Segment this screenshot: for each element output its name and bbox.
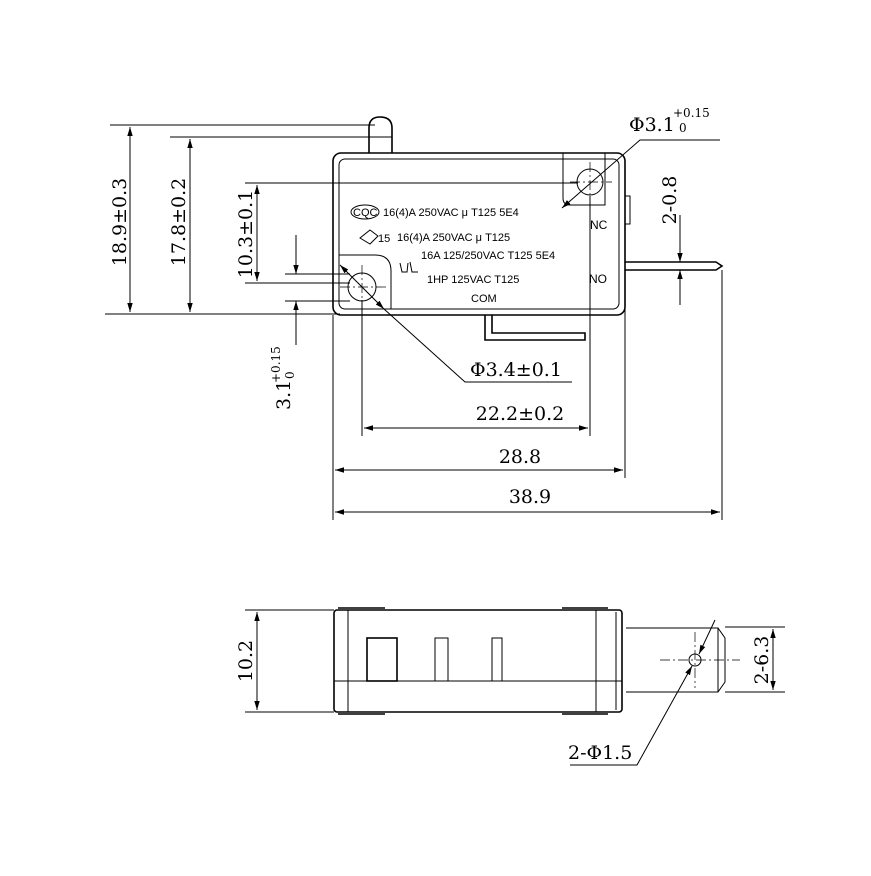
enec-number: 15 — [378, 233, 390, 245]
marking-line-1: 16(4)A 250VAC μ T125 5E4 — [383, 207, 519, 219]
cqc-logo — [350, 204, 380, 220]
dim-hole-offset-tol-upper: +0.15 — [269, 346, 283, 383]
dim-overall-height: 18.9±0.3 — [109, 178, 131, 266]
enec-logo — [359, 229, 379, 245]
side-body — [333, 609, 623, 713]
switch-body — [332, 152, 626, 316]
side-window-large — [366, 637, 398, 682]
marking-line-2: 16(4)A 250VAC μ T125 — [397, 232, 510, 244]
marking-line-3: 16A 125/250VAC T125 5E4 — [421, 250, 555, 262]
dim-terminal-width: 2-6.3 — [751, 636, 773, 685]
dim-hole-offset: 3.1 — [273, 380, 295, 410]
dim-body-length: 28.8 — [499, 446, 541, 468]
nc-label: NC — [590, 218, 608, 232]
dim-body-height: 17.8±0.2 — [168, 178, 190, 266]
dim-terminal-hole: 2-Φ1.5 — [568, 742, 632, 764]
dim-hole-small-tol-upper: +0.15 — [673, 106, 710, 120]
side-view: 10.2 2-6.3 2-Φ1.5 — [235, 607, 785, 766]
no-terminal-pin — [625, 261, 724, 271]
dim-terminal-thickness: 2-0.8 — [659, 176, 681, 225]
side-terminal — [626, 627, 726, 693]
com-label: COM — [471, 293, 497, 305]
dim-hole-small-tol-lower: 0 — [679, 121, 687, 135]
side-slot — [434, 637, 449, 682]
dim-hole-offset-tol-lower: 0 — [283, 371, 297, 379]
ul-logo — [399, 261, 418, 273]
plunger — [368, 116, 393, 153]
marking-line-4: 1HP 125VAC T125 — [427, 274, 519, 286]
dim-hole-spacing-horizontal: 22.2±0.2 — [476, 403, 564, 425]
dim-thickness: 10.2 — [235, 640, 257, 682]
dim-overall-length: 38.9 — [509, 486, 551, 508]
side-slot — [491, 637, 503, 682]
no-label: NO — [589, 272, 607, 286]
dim-hole-small: Φ3.1 — [629, 114, 675, 136]
top-view: CQC 16(4)A 250VAC μ T125 5E4 15 16(4)A 2… — [105, 106, 724, 520]
cqc-logo-text: CQC — [353, 207, 378, 219]
dim-hole-large: Φ3.4±0.1 — [470, 359, 562, 381]
dim-hole-spacing-vertical: 10.3±0.1 — [235, 190, 257, 278]
com-terminal — [484, 315, 586, 341]
